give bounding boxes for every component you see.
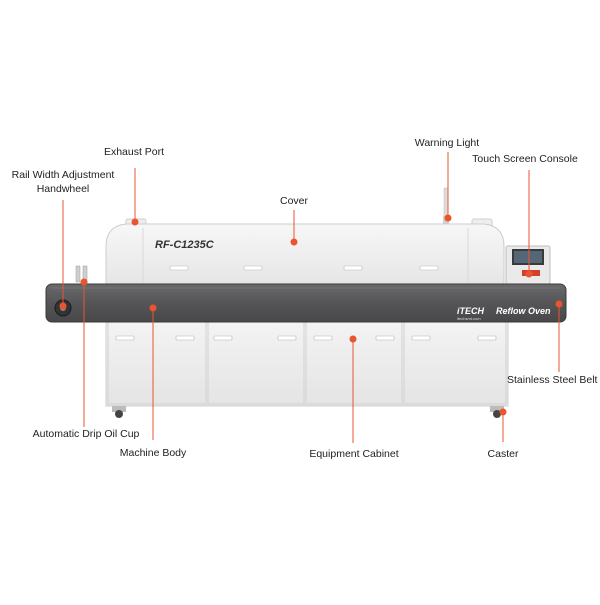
label-cover: Cover bbox=[279, 195, 309, 207]
caster-right bbox=[490, 406, 504, 418]
callout-dot-touch-screen bbox=[525, 270, 533, 278]
product-name-text: Reflow Oven bbox=[496, 306, 551, 316]
brand-subtext: itechsmt.com bbox=[457, 316, 481, 321]
callout-dot-caster bbox=[499, 408, 507, 416]
brand-logo-text: iTECH bbox=[457, 306, 485, 316]
label-warning-light: Warning Light bbox=[414, 137, 480, 149]
label-machine-body: Machine Body bbox=[119, 447, 187, 459]
equipment-cabinet bbox=[107, 321, 507, 405]
touch-screen-console bbox=[505, 245, 551, 285]
callout-dot-machine-body bbox=[149, 304, 157, 312]
callout-dot-cover bbox=[290, 238, 298, 246]
model-label: RF-C1235C bbox=[155, 239, 215, 251]
label-exhaust-port: Exhaust Port bbox=[103, 146, 165, 158]
caster-left bbox=[112, 406, 126, 418]
callout-dot-warning-light bbox=[444, 214, 452, 222]
callout-dot-equipment-cabinet bbox=[349, 335, 357, 343]
label-rail-width-line2: Handwheel bbox=[36, 183, 90, 195]
label-automatic-drip-oil-cup: Automatic Drip Oil Cup bbox=[32, 428, 140, 440]
callout-dot-drip-oil-cup bbox=[80, 278, 88, 286]
label-caster: Caster bbox=[487, 448, 519, 460]
label-touch-screen-console: Touch Screen Console bbox=[472, 153, 578, 165]
callout-dot-rail-width bbox=[59, 302, 67, 310]
callout-dot-exhaust-port bbox=[131, 218, 139, 226]
machine-body bbox=[105, 317, 509, 407]
label-stainless-steel-belt: Stainless Steel Belt bbox=[507, 374, 598, 386]
oven-cover bbox=[105, 223, 505, 285]
label-rail-width-line1: Rail Width Adjustment bbox=[11, 169, 115, 181]
callout-dot-stainless-steel-belt bbox=[555, 300, 563, 308]
label-equipment-cabinet: Equipment Cabinet bbox=[309, 448, 399, 460]
stainless-steel-belt bbox=[45, 283, 567, 323]
